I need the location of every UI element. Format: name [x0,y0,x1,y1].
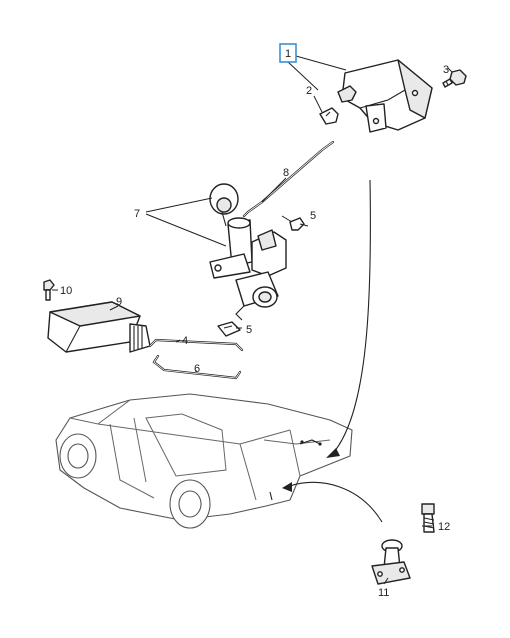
striker-part-11 [371,539,411,585]
callout-11-label: 11 [378,587,389,599]
bolt-part-10 [43,279,55,301]
screw-part-5-upper [289,217,309,231]
callout-4-label: 4 [182,335,188,347]
callout-5-lower-label: 5 [246,324,252,336]
callout-3-label: 3 [443,64,449,76]
rod-part-4 [148,338,244,352]
bolt-part-12 [421,503,435,533]
callout-12-label: 12 [438,521,450,533]
location-arrow-upper [326,179,371,458]
clip-part-5-lower [217,321,241,337]
clip-part-2 [319,85,357,125]
callout-1: 1 [279,43,297,63]
leader-lines [52,55,453,585]
lock-cylinder-assembly [209,183,287,321]
callout-2-label: 2 [306,85,312,97]
callout-7-label: 7 [134,208,140,220]
callout-8-label: 8 [283,167,289,179]
bolt-part-3 [442,69,467,88]
callout-5-upper-label: 5 [310,210,316,222]
callout-1-label: 1 [285,48,291,60]
rod-part-8 [242,140,335,218]
callout-6-label: 6 [194,363,200,375]
callout-9-label: 9 [116,296,122,308]
callout-10-label: 10 [60,285,72,297]
rod-part-6 [152,354,242,380]
mounting-bracket [341,59,433,133]
car-outline [55,393,353,529]
location-arrow-lower [282,481,383,523]
actuator-part-9 [47,301,151,353]
